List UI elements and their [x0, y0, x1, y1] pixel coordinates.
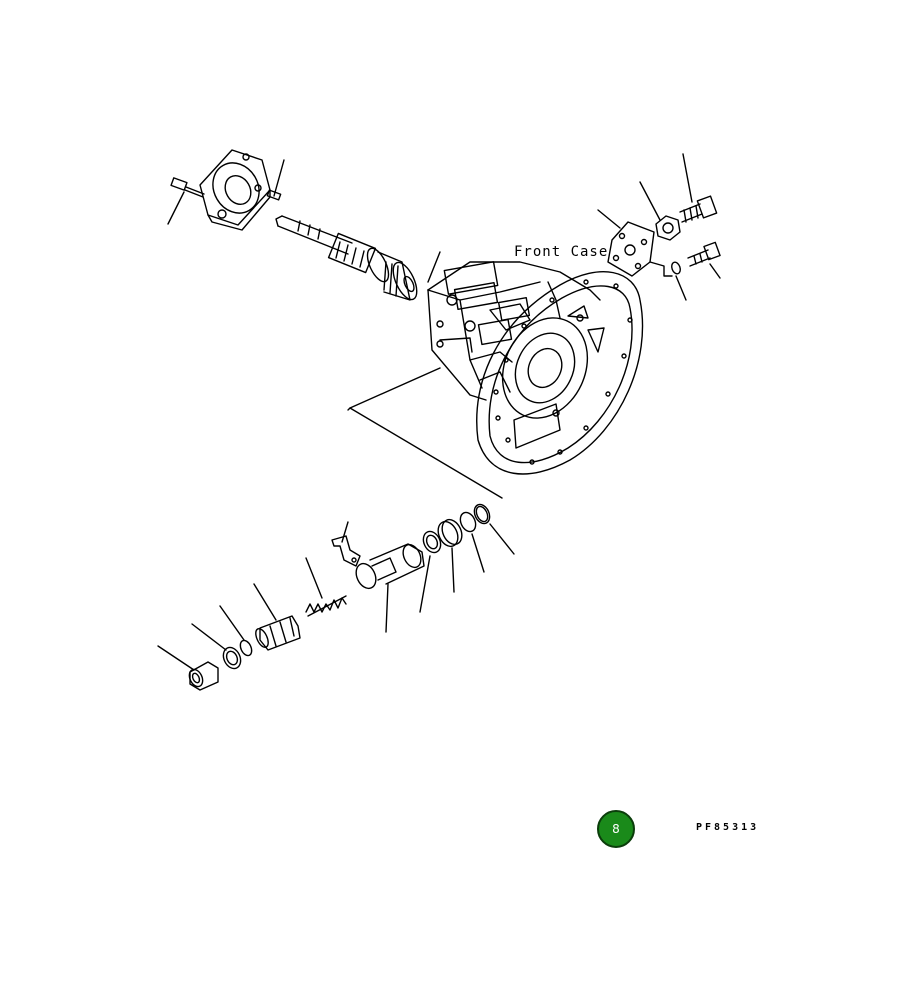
seal-part — [434, 516, 465, 549]
small-o-ring-part — [238, 639, 254, 658]
cover-bolt-part — [171, 178, 204, 197]
bearing-part — [420, 529, 444, 556]
backup-ring-part — [220, 645, 244, 672]
front-case-label: Front Case — [514, 244, 609, 260]
pump-body-part — [428, 262, 600, 400]
leader-lines — [158, 154, 720, 670]
retaining-ring-part — [471, 502, 492, 526]
washer-part — [670, 261, 682, 275]
hex-bolt-part — [680, 196, 717, 222]
drive-shaft-part — [276, 216, 422, 303]
piston-part — [352, 542, 424, 592]
flange-plate-part — [608, 222, 654, 276]
spring-part — [306, 596, 346, 616]
page-number: 8 — [612, 822, 620, 836]
stopper-bracket-part — [332, 536, 360, 566]
o-ring-part — [457, 510, 478, 534]
group-bracket — [348, 368, 502, 498]
small-bolt-part — [688, 242, 720, 266]
plug-part — [187, 662, 218, 690]
spool-part — [253, 616, 300, 650]
page-number-badge[interactable]: 8 — [597, 810, 635, 848]
nut-part — [656, 216, 680, 240]
flange-cover-part — [200, 150, 270, 230]
drawing-code: PF85313 — [696, 822, 760, 833]
bracket-line — [650, 262, 672, 276]
front-case-part — [477, 272, 643, 474]
